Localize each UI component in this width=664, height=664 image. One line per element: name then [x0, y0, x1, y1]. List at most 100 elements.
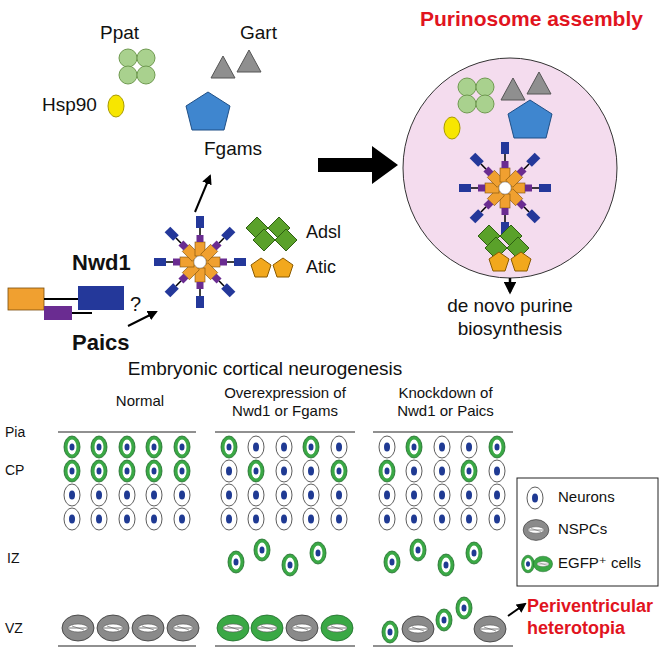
atic-symbol	[251, 258, 293, 277]
cell	[146, 436, 162, 458]
cell	[91, 508, 107, 530]
cell	[221, 436, 237, 458]
cell	[174, 436, 190, 458]
cell	[434, 460, 450, 482]
protein-label: Gart	[240, 22, 277, 45]
protein-label: Ppat	[100, 22, 139, 45]
cell	[119, 508, 135, 530]
cell	[461, 460, 477, 482]
cell	[461, 508, 477, 530]
outcome-label: de novo purine biosynthesis	[435, 295, 585, 341]
legend-box	[517, 478, 658, 586]
cell	[456, 597, 472, 619]
arrow	[508, 604, 525, 616]
panel-title: Embryonic cortical neurogenesis	[100, 358, 430, 381]
cell	[382, 621, 398, 643]
cell	[379, 508, 395, 530]
fgams-symbol	[186, 92, 230, 130]
nspc-cell	[97, 615, 129, 641]
cell	[119, 484, 135, 506]
cell	[174, 460, 190, 482]
outcome-label: Periventricular heterotopia	[527, 596, 659, 639]
cell	[276, 436, 292, 458]
gart-symbol	[211, 50, 261, 78]
cell	[331, 484, 347, 506]
complex-ring	[154, 216, 246, 308]
protein-label: Adsl	[306, 222, 341, 244]
question-mark: ?	[130, 292, 141, 316]
cell	[379, 436, 395, 458]
paics-domain	[44, 306, 72, 320]
cell	[282, 554, 298, 576]
cell	[384, 551, 400, 573]
cell	[303, 436, 319, 458]
cell	[228, 551, 244, 573]
cell	[461, 484, 477, 506]
cell	[303, 508, 319, 530]
pia-line	[215, 431, 355, 432]
gart-symbol	[501, 72, 551, 100]
cell	[276, 508, 292, 530]
nspc-cell	[62, 615, 94, 641]
cell	[436, 609, 452, 631]
cell	[248, 460, 264, 482]
nspc-cell	[474, 616, 506, 642]
cell	[466, 542, 482, 564]
legend-text: NSPCs	[558, 520, 607, 538]
cell	[248, 508, 264, 530]
cell	[146, 460, 162, 482]
purinosome-circle	[403, 58, 617, 278]
nspc-cell	[217, 615, 249, 641]
cell	[379, 484, 395, 506]
legend-text: Neurons	[558, 488, 615, 506]
paics-linker	[72, 312, 92, 314]
cell	[379, 460, 395, 482]
adsl-symbol	[246, 217, 297, 251]
pia-line	[373, 431, 513, 432]
layer-label: CP	[5, 462, 24, 479]
fgams-symbol	[508, 100, 552, 138]
cell	[174, 484, 190, 506]
cell	[119, 460, 135, 482]
cell	[489, 484, 505, 506]
cell	[410, 539, 426, 561]
cell	[331, 436, 347, 458]
cell	[276, 460, 292, 482]
cell	[406, 508, 422, 530]
cell	[276, 484, 292, 506]
cell	[248, 436, 264, 458]
nspc-cell	[132, 615, 164, 641]
panel-title: Purinosome assembly	[420, 6, 643, 31]
cell	[406, 460, 422, 482]
ppat-symbol	[119, 49, 155, 84]
nspc-cell	[167, 615, 199, 641]
layer-label: Pia	[5, 424, 25, 441]
cell	[489, 508, 505, 530]
big-arrow	[318, 146, 398, 184]
cell	[331, 508, 347, 530]
legend-sample	[523, 520, 549, 541]
complex-ring	[459, 142, 551, 234]
cell	[248, 484, 264, 506]
cell	[303, 460, 319, 482]
nwd1-domain	[78, 286, 124, 310]
cell	[310, 542, 326, 564]
cell	[64, 508, 80, 530]
ventricle-line	[58, 645, 196, 646]
cell	[119, 436, 135, 458]
protein-label: Hsp90	[42, 94, 97, 117]
cell	[64, 436, 80, 458]
ventricle-line	[373, 645, 513, 646]
cell	[146, 508, 162, 530]
cell	[91, 436, 107, 458]
nspc-cell	[402, 616, 434, 642]
legend-sample	[533, 556, 552, 572]
cell	[434, 436, 450, 458]
cell	[406, 484, 422, 506]
cell	[91, 484, 107, 506]
layer-label: VZ	[5, 620, 23, 637]
legend-text: EGFP⁺ cells	[558, 554, 641, 572]
nwd1-domain	[8, 288, 44, 310]
legend-sample	[527, 487, 543, 509]
